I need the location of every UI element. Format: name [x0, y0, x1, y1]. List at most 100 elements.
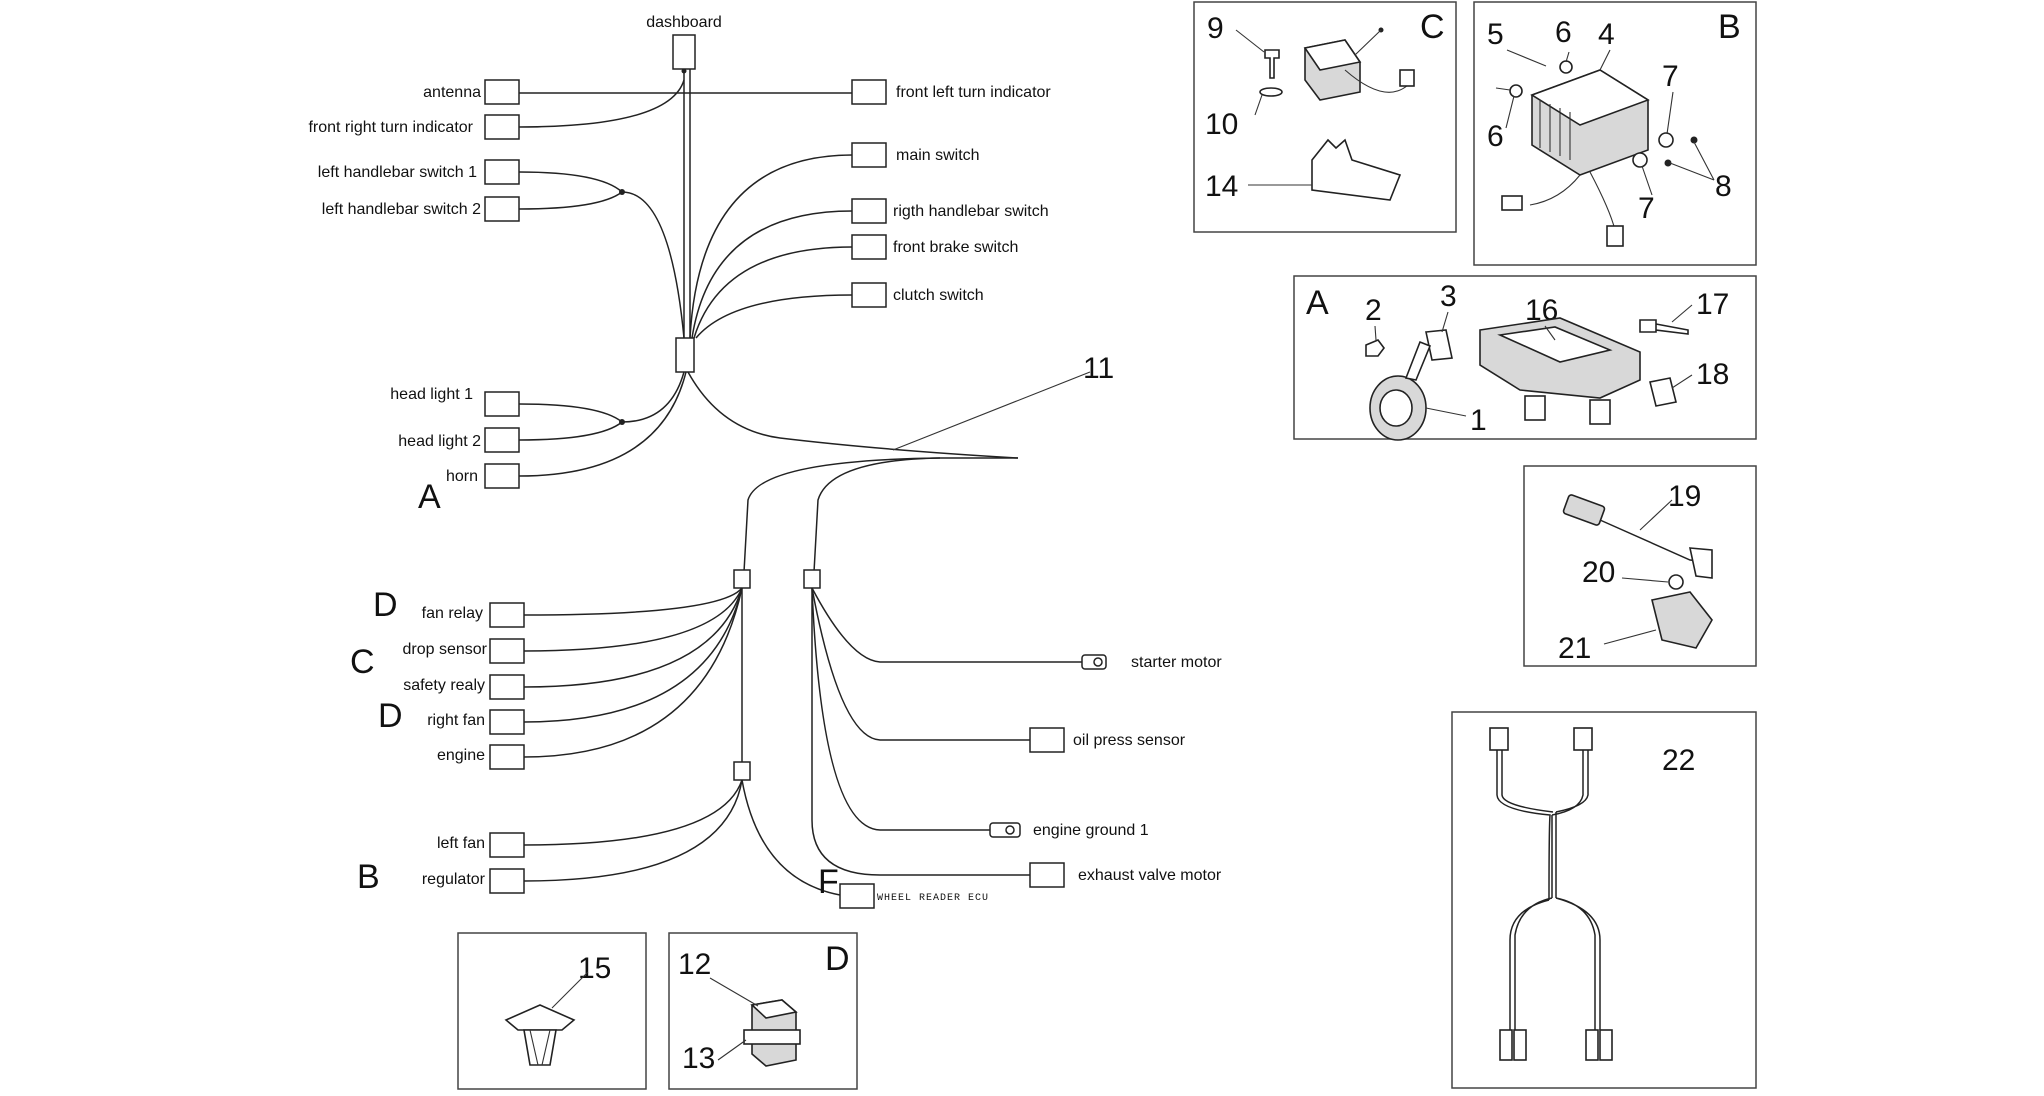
label-main-switch: main switch [896, 147, 980, 164]
callout-11: 11 [1083, 352, 1114, 385]
label-exhaust-valve-motor: exhaust valve motor [1078, 867, 1222, 884]
leader [1639, 499, 1673, 531]
engine-wire [523, 587, 743, 758]
terminal-eye [1093, 657, 1103, 667]
terminal-part [1513, 1029, 1527, 1061]
panel-a-num-3: 3 [1440, 280, 1457, 313]
right-fan-connector [489, 709, 525, 735]
washer-part [1509, 84, 1523, 98]
drop-sensor-connector [489, 638, 525, 664]
panel-b: B 5 6 4 6 7 8 7 [1473, 1, 1757, 266]
horn-wire [518, 371, 687, 477]
leader [1235, 29, 1265, 53]
section-letter-c: C [350, 643, 375, 681]
main-switch-wire [689, 154, 853, 339]
support-foot [1589, 399, 1611, 425]
label-engine-ground-1: engine ground 1 [1033, 822, 1149, 839]
label-starter-motor: starter motor [1131, 654, 1222, 671]
bracket-part [1651, 591, 1713, 649]
drop-sensor-wire [523, 587, 743, 652]
panel-sensor-frame [1523, 465, 1757, 667]
starter-motor-wire [811, 587, 1082, 663]
panel-b-num-7a: 7 [1662, 60, 1679, 93]
safety-relay-wire [523, 587, 743, 688]
terminal-eye [1005, 825, 1015, 835]
panel-c-num-14: 14 [1205, 170, 1238, 203]
regulator-wire [523, 779, 743, 882]
panel-b-num-7b: 7 [1638, 192, 1655, 225]
leader [551, 971, 589, 1009]
label-drop-sensor: drop sensor [403, 641, 488, 658]
label-fan-relay: fan relay [422, 605, 483, 622]
leader [1671, 304, 1693, 323]
lower-right-splice [803, 569, 821, 589]
front-brake-switch-connector [851, 234, 887, 260]
panel-b-num-8: 8 [1715, 170, 1732, 203]
section-letter-d2: D [378, 697, 403, 735]
label-right-hb-switch: rigth handlebar switch [893, 203, 1049, 220]
leader [1425, 407, 1467, 417]
terminal-part [1585, 1029, 1599, 1061]
panel-clip-15: 15 [457, 932, 647, 1090]
spacer-part [1632, 152, 1648, 168]
right-hb-switch-wire [691, 210, 853, 339]
left-hb-switch-1-connector [484, 159, 520, 185]
harness-main-run [687, 371, 1019, 459]
regulator-fins [1539, 100, 1571, 160]
label-left-hb-switch-1: left handlebar switch 1 [318, 164, 477, 181]
front-brake-switch-wire [693, 246, 853, 339]
clip-head [504, 1004, 576, 1031]
engine-ground-wire [811, 587, 990, 831]
leaders [709, 977, 759, 1061]
junction-dot [681, 68, 687, 74]
leader [1354, 29, 1382, 56]
main-switch-connector [851, 142, 887, 168]
label-right-fan: right fan [427, 712, 485, 729]
leader [1671, 374, 1693, 389]
panel-d-num-12: 12 [678, 948, 711, 981]
right-hb-switch-connector [851, 198, 887, 224]
leader [1441, 311, 1449, 333]
panel-num-19: 19 [1668, 480, 1701, 513]
label-regulator: regulator [422, 871, 486, 888]
callout-leader-11 [892, 371, 1091, 451]
left-fan-connector [489, 832, 525, 858]
panel-a-num-1: 1 [1470, 404, 1487, 437]
head-light-trunk [621, 371, 685, 423]
oil-press-sensor-connector [1029, 727, 1065, 753]
right-fan-wire [523, 587, 743, 723]
label-head-light-2: head light 2 [398, 433, 481, 450]
head-light-2-connector [484, 427, 520, 453]
panel-b-num-6b: 6 [1487, 120, 1504, 153]
sensor-part-top [1303, 39, 1362, 71]
front-left-turn-connector [851, 79, 887, 105]
terminal-part [1499, 1029, 1513, 1061]
panel-b-num-6a: 6 [1555, 16, 1572, 49]
panel-c-num-10: 10 [1205, 108, 1238, 141]
panel-b-letter: B [1718, 8, 1741, 46]
plug-part [1573, 727, 1593, 751]
harness-upper [1496, 750, 1589, 901]
nut-part [1690, 136, 1698, 144]
sensor-plug [1399, 69, 1415, 87]
washer-part [1259, 87, 1283, 97]
regulator-connector [489, 868, 525, 894]
support-window [1497, 326, 1613, 363]
terminal-part [1599, 1029, 1613, 1061]
horn-bracket [1404, 340, 1432, 381]
left-fan-wire [523, 779, 743, 846]
support-foot [1524, 395, 1546, 421]
lower-left-splice [733, 569, 751, 589]
head-light-1-connector [484, 391, 520, 417]
panel-a-num-18: 18 [1696, 358, 1729, 391]
panel-harness-22: 22 [1451, 711, 1757, 1089]
leaders [1641, 91, 1715, 196]
label-engine: engine [437, 747, 485, 764]
fan-splice [733, 761, 751, 781]
horn-connector [484, 463, 520, 489]
ecu-wire [741, 779, 841, 896]
panel-c-frame [1193, 1, 1457, 233]
leader [1621, 577, 1669, 583]
front-right-turn-connector [484, 114, 520, 140]
